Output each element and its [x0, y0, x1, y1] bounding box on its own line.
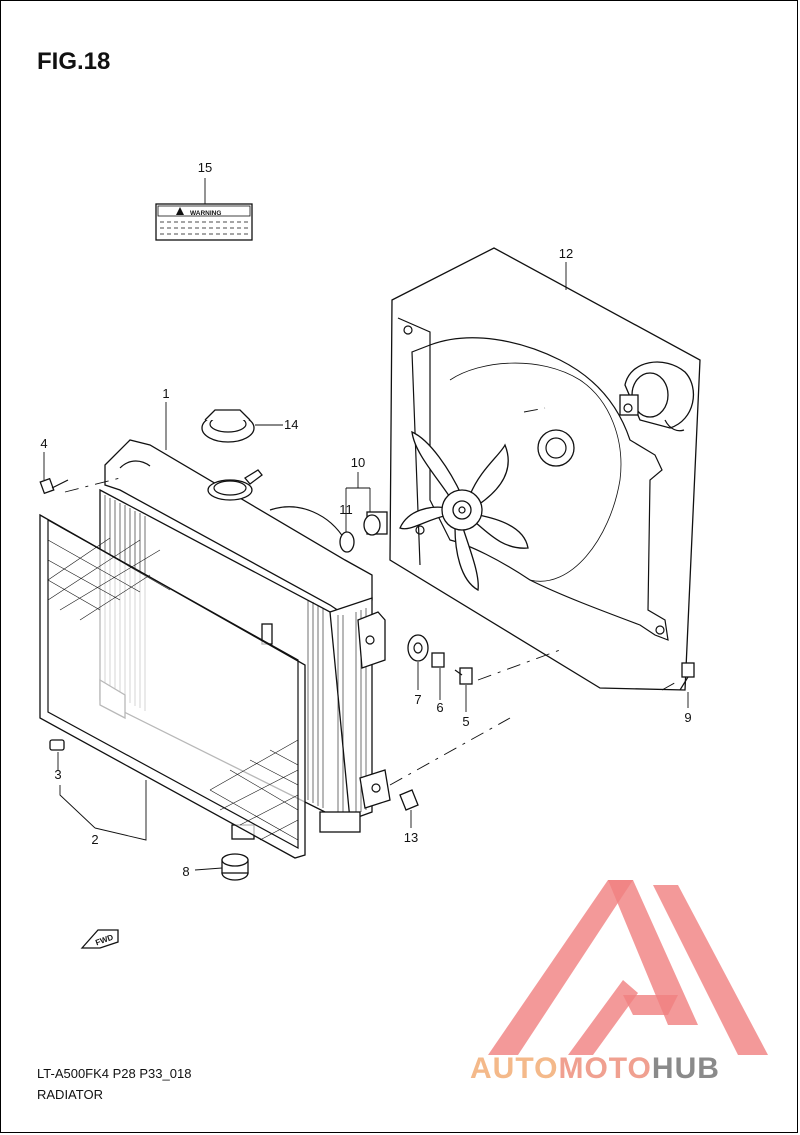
section-label: RADIATOR	[37, 1087, 103, 1102]
bolt-9	[679, 662, 695, 691]
callout-1: 1	[162, 386, 169, 401]
callout-11: 11	[339, 502, 353, 517]
callout-4: 4	[40, 436, 47, 451]
mount-parts	[407, 634, 473, 685]
watermark-auto: AUTO	[470, 1052, 559, 1085]
bolt-4	[39, 477, 69, 495]
cushion-8	[221, 853, 249, 881]
cooling-fan	[399, 430, 529, 592]
thermo-switch	[339, 511, 388, 553]
callout-2: 2	[91, 832, 98, 847]
callout-5: 5	[462, 714, 469, 729]
figure-title: FIG.18	[37, 48, 111, 75]
fan-motor	[537, 361, 694, 467]
callout-12: 12	[559, 246, 573, 261]
callout-7: 7	[414, 692, 421, 707]
watermark-logo	[488, 880, 768, 1055]
watermark-hub: HUB	[651, 1052, 720, 1085]
diagram-code: LT-A500FK4 P28 P33_018	[37, 1066, 192, 1081]
warning-label: WARNING	[155, 203, 253, 241]
callout-15: 15	[198, 160, 212, 175]
radiator-cap	[201, 409, 255, 443]
callout-13: 13	[404, 830, 418, 845]
warning-label-text: WARNING	[190, 210, 221, 217]
callout-9: 9	[684, 710, 691, 725]
clip-13	[399, 789, 419, 811]
fwd-arrow-icon: FWD	[80, 929, 119, 949]
callout-8: 8	[182, 864, 189, 879]
callout-6: 6	[436, 700, 443, 715]
callout-10: 10	[351, 455, 365, 470]
callout-3: 3	[54, 767, 61, 782]
radiator-screen	[39, 513, 306, 859]
watermark-text: AUTOMOTOHUB	[470, 1052, 720, 1086]
watermark-moto: MOTO	[558, 1052, 652, 1085]
grommet-3	[49, 739, 65, 751]
callout-14: 14	[284, 417, 298, 432]
leader-lines	[43, 178, 689, 871]
